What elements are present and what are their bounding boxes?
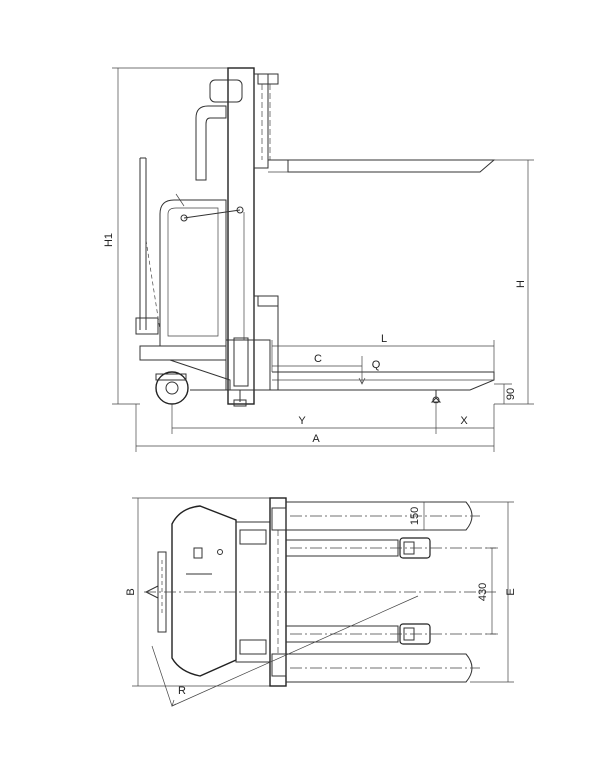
label-l: L bbox=[381, 333, 387, 345]
side-view: H1 bbox=[103, 67, 534, 452]
label-x: X bbox=[460, 415, 468, 427]
dimension-h1: H1 bbox=[103, 67, 228, 405]
dimension-l: L bbox=[271, 333, 495, 372]
label-150: 150 bbox=[409, 507, 421, 525]
label-c: C bbox=[314, 353, 322, 365]
label-y: Y bbox=[298, 415, 306, 427]
operator-handle bbox=[195, 79, 243, 181]
dimension-e: E bbox=[470, 501, 517, 683]
label-b: B bbox=[125, 588, 137, 595]
label-r: R bbox=[178, 685, 186, 697]
dimension-h: H bbox=[494, 159, 534, 405]
drive-wheel bbox=[155, 371, 189, 405]
dimension-r: R bbox=[151, 595, 419, 707]
dimension-c: C Q bbox=[272, 353, 381, 385]
dimension-a: A bbox=[135, 404, 495, 452]
dimension-150: 150 bbox=[409, 501, 430, 531]
label-a: A bbox=[312, 433, 320, 445]
raised-forks bbox=[268, 159, 496, 173]
label-90: 90 bbox=[505, 388, 517, 400]
battery-body bbox=[159, 193, 249, 387]
label-e: E bbox=[505, 588, 517, 595]
truck-body-top bbox=[144, 505, 237, 677]
label-h: H bbox=[515, 280, 527, 288]
label-h1: H1 bbox=[103, 233, 115, 247]
label-430: 430 bbox=[477, 583, 489, 601]
caster bbox=[233, 390, 247, 407]
tiller-arm bbox=[135, 157, 161, 335]
mast bbox=[227, 67, 279, 405]
top-view: B bbox=[125, 497, 517, 707]
straddle-legs bbox=[286, 537, 431, 645]
dimension-y-x: Y X bbox=[171, 404, 495, 434]
dimension-430: 430 bbox=[477, 547, 498, 635]
chassis bbox=[139, 339, 272, 391]
label-q: Q bbox=[372, 359, 381, 371]
center-lines bbox=[144, 515, 496, 669]
lowered-forks bbox=[272, 371, 495, 404]
dimension-b: B bbox=[125, 497, 270, 687]
dimension-90: 90 bbox=[494, 383, 517, 404]
